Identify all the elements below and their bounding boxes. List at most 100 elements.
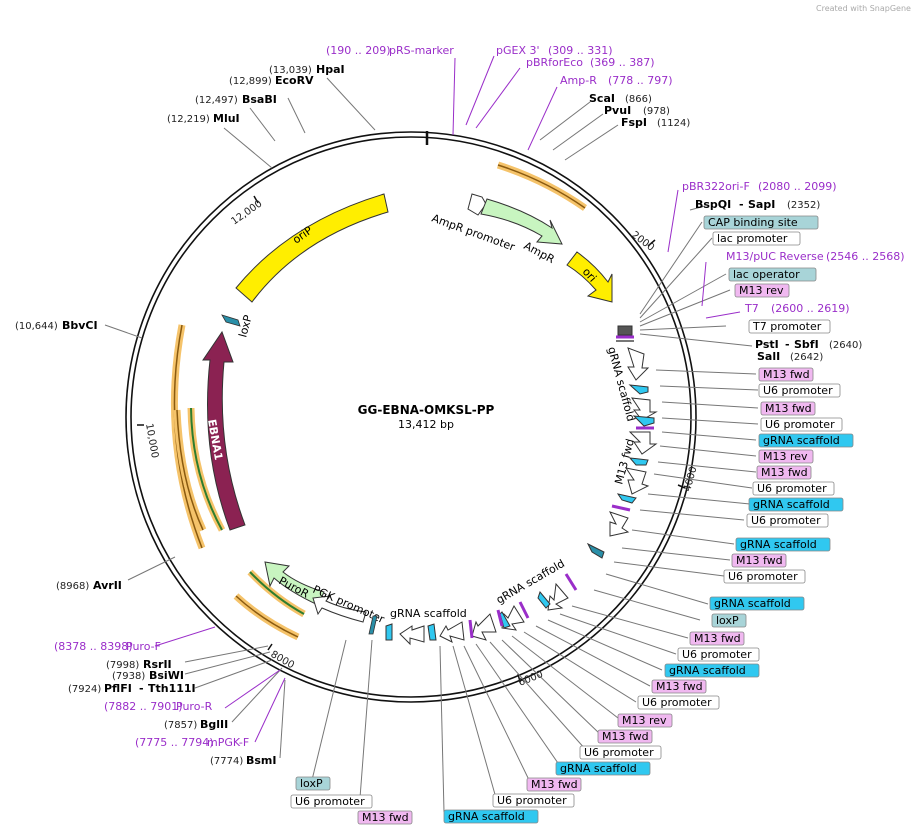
pbr322-label: pBR322ori-F xyxy=(682,180,750,193)
right-box-1 xyxy=(712,231,801,246)
hpai-label: HpaI xyxy=(316,63,345,76)
ebna1-arrow xyxy=(202,330,246,531)
right-box-label-27: U6 promoter xyxy=(584,746,654,759)
right-array xyxy=(385,325,658,646)
right-box-label-26: M13 fwd xyxy=(602,730,649,743)
bottom-box-0 xyxy=(295,776,331,791)
plasmid-name: GG-EBNA-OMKSL-PP xyxy=(358,403,495,417)
right-box-10 xyxy=(758,449,814,464)
right-box-label-7: M13 fwd xyxy=(765,402,812,415)
bsmi-pos: (7774) xyxy=(210,756,243,767)
right-box-0 xyxy=(703,215,819,230)
bbvci-label: BbvCI xyxy=(62,319,98,332)
right-box-label-8: U6 promoter xyxy=(765,418,835,431)
right-box-13 xyxy=(748,497,844,512)
ecorv-pos: (12,899) xyxy=(229,76,272,87)
right-box-22 xyxy=(664,663,760,678)
m13puc-label: M13/pUC Reverse xyxy=(726,250,824,263)
puror-arrow xyxy=(264,561,325,606)
bspqi-label: BspQI xyxy=(695,198,731,211)
right-box-label-6: U6 promoter xyxy=(763,384,833,397)
bspqi-pos: (2352) xyxy=(787,200,820,211)
primer-arc-top-line xyxy=(497,164,586,209)
bglii-pos: (7857) xyxy=(164,720,197,731)
svg-text:8000: 8000 xyxy=(269,649,297,671)
right-box-15 xyxy=(735,537,831,552)
svg-text:-: - xyxy=(139,682,144,695)
bsiwi-pos: (7938) xyxy=(112,671,145,682)
right-box-12 xyxy=(752,481,835,496)
right-box-label-13: gRNA scaffold xyxy=(753,498,830,511)
pflfi-label: PflFI xyxy=(104,682,132,695)
snapgene-credit: Created with SnapGene xyxy=(816,4,911,13)
puror-primer-label: Puro-R xyxy=(176,700,213,713)
mlui-label: MluI xyxy=(213,112,240,125)
tick-8000: 8000 xyxy=(267,643,297,671)
right-box-11 xyxy=(756,465,812,480)
right-box-label-22: gRNA scaffold xyxy=(669,664,746,677)
right-box-14 xyxy=(746,513,829,528)
right-box-label-12: U6 promoter xyxy=(757,482,827,495)
right-box-label-1: lac promoter xyxy=(717,232,788,245)
backbone-outer xyxy=(125,131,697,703)
rsrii-pos: (7998) xyxy=(106,660,139,671)
right-box-label-15: gRNA scaffold xyxy=(740,538,817,551)
right-box-label-19: loxP xyxy=(716,614,739,627)
right-box-17 xyxy=(723,569,806,584)
leader-lines xyxy=(104,55,759,813)
puror-range: (7882 .. 7901) xyxy=(104,700,183,713)
right-box-label-10: M13 rev xyxy=(763,450,808,463)
bottom-box-label-1: U6 promoter xyxy=(295,795,365,808)
right-box-2 xyxy=(728,267,817,282)
right-box-28 xyxy=(555,761,651,776)
pgex-label: pGEX 3' xyxy=(496,44,540,57)
ampr-arrow xyxy=(480,198,563,245)
primer-arc-top xyxy=(496,161,588,211)
tick-10000: 10,000 xyxy=(137,423,160,459)
right-box-5 xyxy=(758,367,814,382)
psti-label: PstI xyxy=(755,338,779,351)
t7-primer-label: T7 xyxy=(744,302,759,315)
loxp-bottom-marker xyxy=(368,615,378,635)
right-box-label-9: gRNA scaffold xyxy=(763,434,840,447)
svg-text:10,000: 10,000 xyxy=(143,423,160,459)
pbrforeco-range: (369 .. 387) xyxy=(590,56,655,69)
sapi-label: SapI xyxy=(748,198,775,211)
right-box-18 xyxy=(709,596,805,611)
right-box-label-31: gRNA scaffold xyxy=(448,810,525,823)
right-box-label-23: M13 fwd xyxy=(656,680,703,693)
right-box-21 xyxy=(677,647,760,662)
right-box-24 xyxy=(637,695,720,710)
bglii-label: BglII xyxy=(200,718,228,731)
pgk-promoter-arrow xyxy=(312,595,367,623)
right-box-3 xyxy=(734,283,790,298)
bsiwi-label: BsiWI xyxy=(149,669,184,682)
avrii-label: AvrII xyxy=(93,579,122,592)
bottom-box-label-0: loxP xyxy=(300,777,323,790)
bsabi-pos: (12,497) xyxy=(195,95,238,106)
tick-6000: 6000 xyxy=(517,669,545,689)
right-box-label-30: U6 promoter xyxy=(497,794,567,807)
right-box-26 xyxy=(597,729,653,744)
svg-text:-: - xyxy=(739,198,744,211)
primer-arc-left-3-line xyxy=(190,407,223,531)
pgex-range: (309 .. 331) xyxy=(548,44,613,57)
bottom-box-1 xyxy=(290,794,373,809)
right-box-30 xyxy=(492,793,575,808)
mpgkf-range: (7775 .. 7794) xyxy=(135,736,214,749)
bsmi-label: BsmI xyxy=(246,754,277,767)
pvui-label: PvuI xyxy=(604,104,631,117)
right-box-label-4: T7 promoter xyxy=(752,320,822,333)
avrii-pos: (8968) xyxy=(56,581,89,592)
right-box-label-16: M13 fwd xyxy=(736,554,783,567)
right-box-25 xyxy=(617,713,673,728)
tick-12000: 12,000 xyxy=(229,195,264,227)
right-box-29 xyxy=(526,777,582,792)
right-box-7 xyxy=(760,401,816,416)
sali-pos: (2642) xyxy=(790,352,823,363)
psti-pos: (2640) xyxy=(829,340,862,351)
right-box-label-21: U6 promoter xyxy=(682,648,752,661)
ampr-primer-range: (778 .. 797) xyxy=(608,74,673,87)
ampr-primer-label: Amp-R xyxy=(560,74,597,87)
